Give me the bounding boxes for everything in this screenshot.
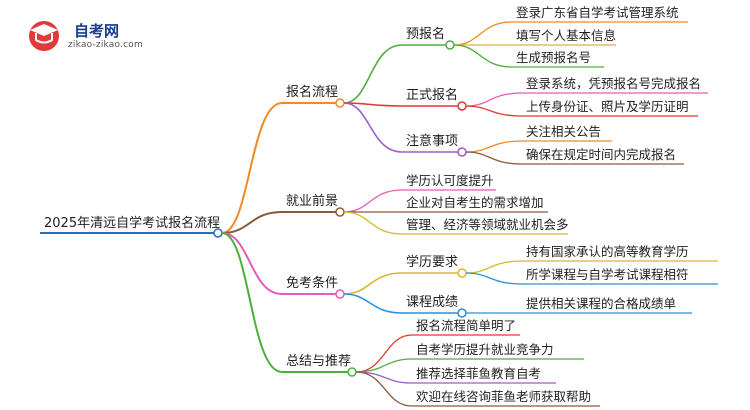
leaf-item: 登录广东省自学考试管理系统 xyxy=(516,5,679,20)
leaf-item: 所学课程与自学考试课程相符 xyxy=(526,267,689,282)
branch-registration-process: 报名流程 xyxy=(286,85,339,100)
leaf-item: 填写个人基本信息 xyxy=(516,28,617,43)
leaf-item: 上传身份证、照片及学历证明 xyxy=(526,99,689,114)
logo-title: 自考网 xyxy=(74,22,120,40)
sub-education-requirement: 学历要求 xyxy=(406,255,459,270)
branch-exemption-conditions: 免考条件 xyxy=(286,276,339,291)
branch-summary-recommendation: 总结与推荐 xyxy=(286,354,352,369)
leaf-item: 报名流程简单明了 xyxy=(416,318,517,333)
sub-notes: 注意事项 xyxy=(406,134,459,149)
leaf-item: 推荐选择菲鱼教育自考 xyxy=(416,366,542,381)
sub-course-grades: 课程成绩 xyxy=(406,295,459,310)
leaf-item: 管理、经济等领域就业机会多 xyxy=(406,217,569,232)
leaf-item: 自考学历提升就业竞争力 xyxy=(416,342,554,357)
leaf-item: 关注相关公告 xyxy=(526,124,602,139)
leaf-item: 企业对自考生的需求增加 xyxy=(406,195,544,210)
leaf-item: 确保在规定时间内完成报名 xyxy=(526,147,677,162)
leaf-item: 欢迎在线咨询菲鱼老师获取帮助 xyxy=(416,389,592,404)
sub-formal-registration: 正式报名 xyxy=(406,88,459,103)
leaf-item: 生成预报名号 xyxy=(516,50,592,65)
leaf-item: 持有国家承认的高等教育学历 xyxy=(526,244,689,259)
sub-pre-registration: 预报名 xyxy=(406,27,446,42)
branch-employment-prospects: 就业前景 xyxy=(286,194,339,209)
leaf-item: 学历认可度提升 xyxy=(406,173,494,188)
logo-icon xyxy=(29,21,59,51)
leaf-item: 提供相关课程的合格成绩单 xyxy=(526,296,677,311)
leaf-item: 登录系统，凭预报名号完成报名 xyxy=(526,76,702,91)
logo-url: zikao-zikao.com xyxy=(68,40,143,50)
root-node-label: 2025年清远自学考试报名流程 xyxy=(44,216,221,231)
